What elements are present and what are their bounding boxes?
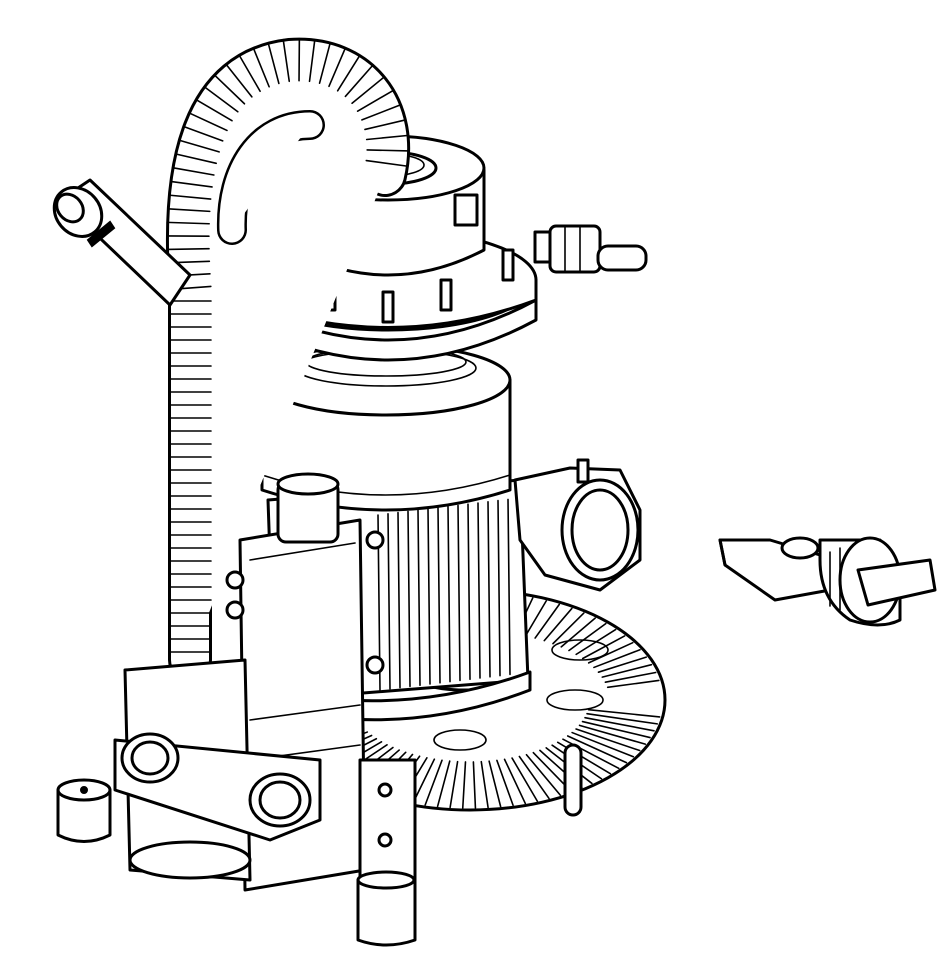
motor-rib [447, 505, 451, 683]
cooling-fin [511, 757, 539, 802]
cooling-fin [534, 603, 561, 639]
hose-ring [351, 75, 386, 105]
cooling-fin [424, 759, 443, 806]
hose-ring [188, 112, 228, 132]
hose-ring [225, 63, 253, 98]
hose-ring [194, 98, 233, 122]
cooling-fin [587, 641, 634, 664]
hose-ring [318, 41, 332, 84]
cooling-fin [584, 716, 655, 732]
cooling-fin [461, 761, 467, 809]
hose-ring [171, 166, 215, 176]
cooling-fin [597, 656, 648, 673]
cooling-fin [524, 600, 548, 637]
hose-ring [182, 125, 224, 142]
cooling-fin [587, 708, 661, 718]
hose-ring [167, 207, 211, 213]
hose-corrugations [166, 37, 410, 653]
cooling-fin [525, 753, 562, 797]
flange-clip [381, 290, 395, 324]
cooling-fin [575, 728, 641, 752]
cooling-fin [449, 760, 459, 809]
cooling-fin [412, 758, 436, 804]
hose-ring [308, 38, 316, 83]
cooling-fin [581, 720, 651, 739]
cooling-fin [578, 724, 647, 745]
front-bracket [356, 758, 417, 947]
hose-ring [203, 85, 239, 113]
hose-ring [344, 64, 374, 98]
flange-clip [501, 248, 515, 282]
cooling-fin [560, 617, 596, 648]
cooling-fin [601, 663, 653, 678]
drain-valve-plug [718, 536, 937, 627]
hose-ring [166, 247, 210, 251]
hose-ring [366, 149, 410, 152]
hose-ring [356, 89, 395, 112]
cooling-fin [586, 712, 659, 725]
side-port-elbow [513, 458, 642, 592]
motor-rib [507, 498, 511, 676]
hose-ring [174, 153, 218, 165]
hose-ring [169, 180, 213, 188]
motor-rib [467, 503, 471, 681]
motor-rib [487, 500, 491, 678]
hose-ring [166, 221, 210, 225]
hose-ring [168, 194, 212, 200]
hose-ring [238, 54, 261, 93]
hose-ring [365, 134, 410, 141]
flange-clip [439, 278, 453, 312]
clamp-bracket [113, 732, 322, 842]
motor-rib [457, 504, 461, 682]
cooling-fin [480, 760, 489, 809]
cooling-fin [568, 622, 607, 652]
cooling-fin [593, 648, 641, 669]
hose-ring [365, 159, 409, 168]
motor-rib [407, 510, 411, 688]
hose-ring [364, 119, 407, 131]
motor-rib [387, 512, 391, 690]
cooling-fin [472, 761, 477, 809]
cooling-fin [518, 755, 550, 800]
cooling-fin [496, 759, 514, 807]
cooling-fin [488, 760, 502, 808]
cooling-fin [571, 731, 635, 758]
hose-ring [252, 47, 270, 88]
cooling-fin [552, 612, 585, 645]
side-outlet-coupling [533, 224, 648, 274]
cooling-fin [543, 607, 573, 642]
hose-ring [178, 139, 220, 153]
motor-rib [427, 508, 431, 685]
motor-rib [417, 509, 421, 687]
hose-ring [213, 73, 246, 105]
motor-rib [497, 499, 501, 677]
cooling-fin [581, 635, 626, 660]
cooling-fin [566, 735, 628, 764]
motor-rib [397, 511, 401, 689]
cooling-fin [436, 760, 451, 808]
y-inlet-pipe [52, 178, 192, 307]
flexible-hose [165, 37, 411, 682]
cooling-fin [503, 758, 527, 805]
hose-ring [267, 42, 280, 85]
cooling-fin [604, 671, 657, 683]
hose-ring [328, 46, 347, 88]
motor-rib [477, 502, 481, 679]
hose-ring [282, 38, 291, 83]
mounting-foot [56, 778, 112, 843]
cooling-fin [606, 679, 660, 689]
motor-rib [437, 506, 441, 684]
hose-ring [361, 103, 402, 121]
hose-ring [336, 54, 361, 92]
